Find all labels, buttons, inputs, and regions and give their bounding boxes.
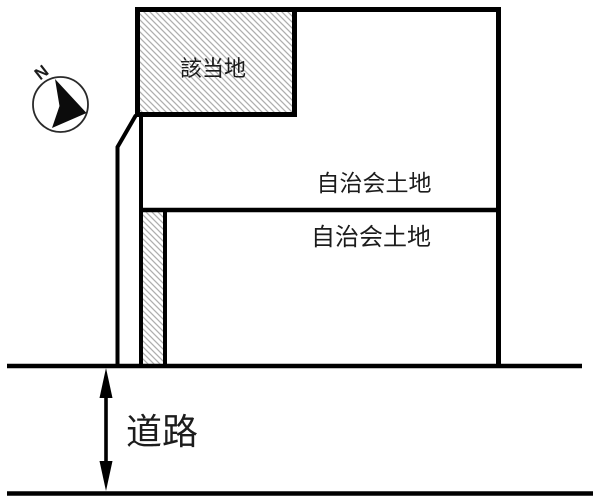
subject-site-label: 該当地 [180,56,246,81]
arrow-shaft [104,394,108,465]
compass-needle-icon [52,79,87,128]
hatched-strip [143,211,163,365]
lower-association-land-label: 自治会土地 [311,224,431,251]
arrow-head-down-icon [99,461,113,491]
labels: 該当地 自治会土地 自治会土地 道路 [126,56,432,452]
outer-boundary-line [293,7,501,366]
subject-site-parcel [135,7,297,117]
upper-association-land-label: 自治会土地 [317,170,432,196]
road-width-arrow [99,368,113,491]
boundary-lines [7,7,593,496]
west-boundary-line [115,113,138,364]
road-label: 道路 [126,411,198,452]
arrow-head-up-icon [99,368,113,398]
